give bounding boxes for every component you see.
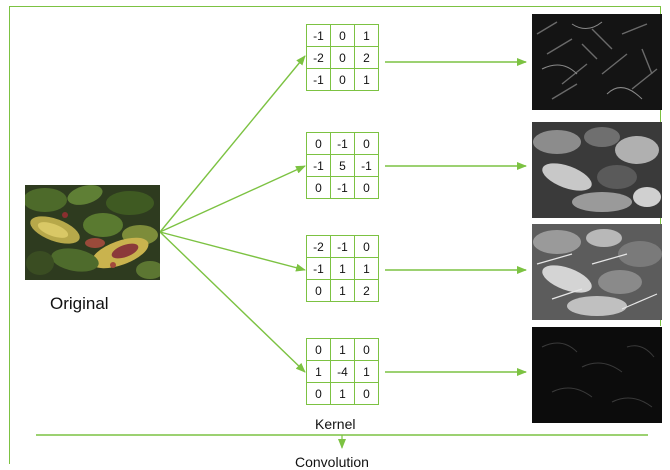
kernel-cell: 1 bbox=[354, 68, 379, 91]
kernel-row: 0 -1 0 bbox=[306, 132, 379, 155]
arrow-original-to-kernel-2 bbox=[159, 165, 306, 233]
kernel-cell: 0 bbox=[306, 279, 331, 302]
original-image bbox=[25, 185, 160, 280]
kernel-row: -1 0 1 bbox=[306, 24, 379, 47]
convolution-label: Convolution bbox=[295, 454, 369, 470]
kernel-cell: -1 bbox=[306, 257, 331, 280]
output-image-4 bbox=[532, 327, 662, 423]
kernel-3: -2 -1 0 -1 1 1 0 1 2 bbox=[306, 235, 379, 302]
kernel-cell: 0 bbox=[354, 235, 379, 258]
kernel-cell: 1 bbox=[306, 360, 331, 383]
kernel-row: -1 5 -1 bbox=[306, 154, 379, 177]
kernel-cell: 2 bbox=[354, 279, 379, 302]
output-image-1 bbox=[532, 14, 662, 110]
kernel-cell: -1 bbox=[330, 176, 355, 199]
output-image-3 bbox=[532, 224, 662, 320]
kernel-1: -1 0 1 -2 0 2 -1 0 1 bbox=[306, 24, 379, 91]
kernel-cell: 0 bbox=[306, 132, 331, 155]
kernel-row: -2 -1 0 bbox=[306, 235, 379, 258]
output-image-2 bbox=[532, 122, 662, 218]
kernel-cell: -2 bbox=[306, 46, 331, 69]
kernel-cell: 1 bbox=[354, 257, 379, 280]
kernel-row: 0 -1 0 bbox=[306, 176, 379, 199]
kernel-cell: -1 bbox=[306, 24, 331, 47]
kernel-cell: -4 bbox=[330, 360, 355, 383]
kernel-cell: -1 bbox=[354, 154, 379, 177]
kernel-cell: 1 bbox=[330, 382, 355, 405]
kernel-cell: 1 bbox=[354, 24, 379, 47]
kernel-cell: 0 bbox=[354, 382, 379, 405]
kernel-4: 0 1 0 1 -4 1 0 1 0 bbox=[306, 338, 379, 405]
arrow-original-to-kernel-4 bbox=[159, 231, 306, 373]
kernel-cell: 0 bbox=[330, 24, 355, 47]
kernel-row: -1 1 1 bbox=[306, 257, 379, 280]
kernel-cell: 1 bbox=[330, 257, 355, 280]
kernel-row: 0 1 0 bbox=[306, 382, 379, 405]
diagram-frame bbox=[9, 6, 661, 464]
kernel-2: 0 -1 0 -1 5 -1 0 -1 0 bbox=[306, 132, 379, 199]
kernel-cell: 1 bbox=[354, 360, 379, 383]
arrow-original-to-kernel-3 bbox=[159, 231, 306, 272]
kernel-row: -1 0 1 bbox=[306, 68, 379, 91]
kernel-row: 0 1 2 bbox=[306, 279, 379, 302]
kernel-cell: 0 bbox=[330, 46, 355, 69]
kernel-cell: 0 bbox=[354, 132, 379, 155]
kernel-cell: 1 bbox=[330, 338, 355, 361]
kernel-row: 1 -4 1 bbox=[306, 360, 379, 383]
kernel-cell: -1 bbox=[330, 132, 355, 155]
kernel-cell: -1 bbox=[306, 68, 331, 91]
original-label: Original bbox=[50, 294, 109, 313]
kernel-cell: 1 bbox=[330, 279, 355, 302]
kernel-cell: 0 bbox=[330, 68, 355, 91]
kernel-cell: 2 bbox=[354, 46, 379, 69]
kernel-cell: -2 bbox=[306, 235, 331, 258]
kernel-cell: 0 bbox=[306, 382, 331, 405]
kernel-cell: -1 bbox=[330, 235, 355, 258]
kernel-cell: 0 bbox=[354, 338, 379, 361]
kernel-row: 0 1 0 bbox=[306, 338, 379, 361]
kernel-cell: 0 bbox=[354, 176, 379, 199]
kernel-cell: 0 bbox=[306, 338, 331, 361]
kernel-label: Kernel bbox=[315, 416, 356, 432]
kernel-cell: -1 bbox=[306, 154, 331, 177]
kernel-row: -2 0 2 bbox=[306, 46, 379, 69]
arrow-original-to-kernel-1 bbox=[159, 55, 306, 233]
kernel-cell: 0 bbox=[306, 176, 331, 199]
kernel-cell: 5 bbox=[330, 154, 355, 177]
